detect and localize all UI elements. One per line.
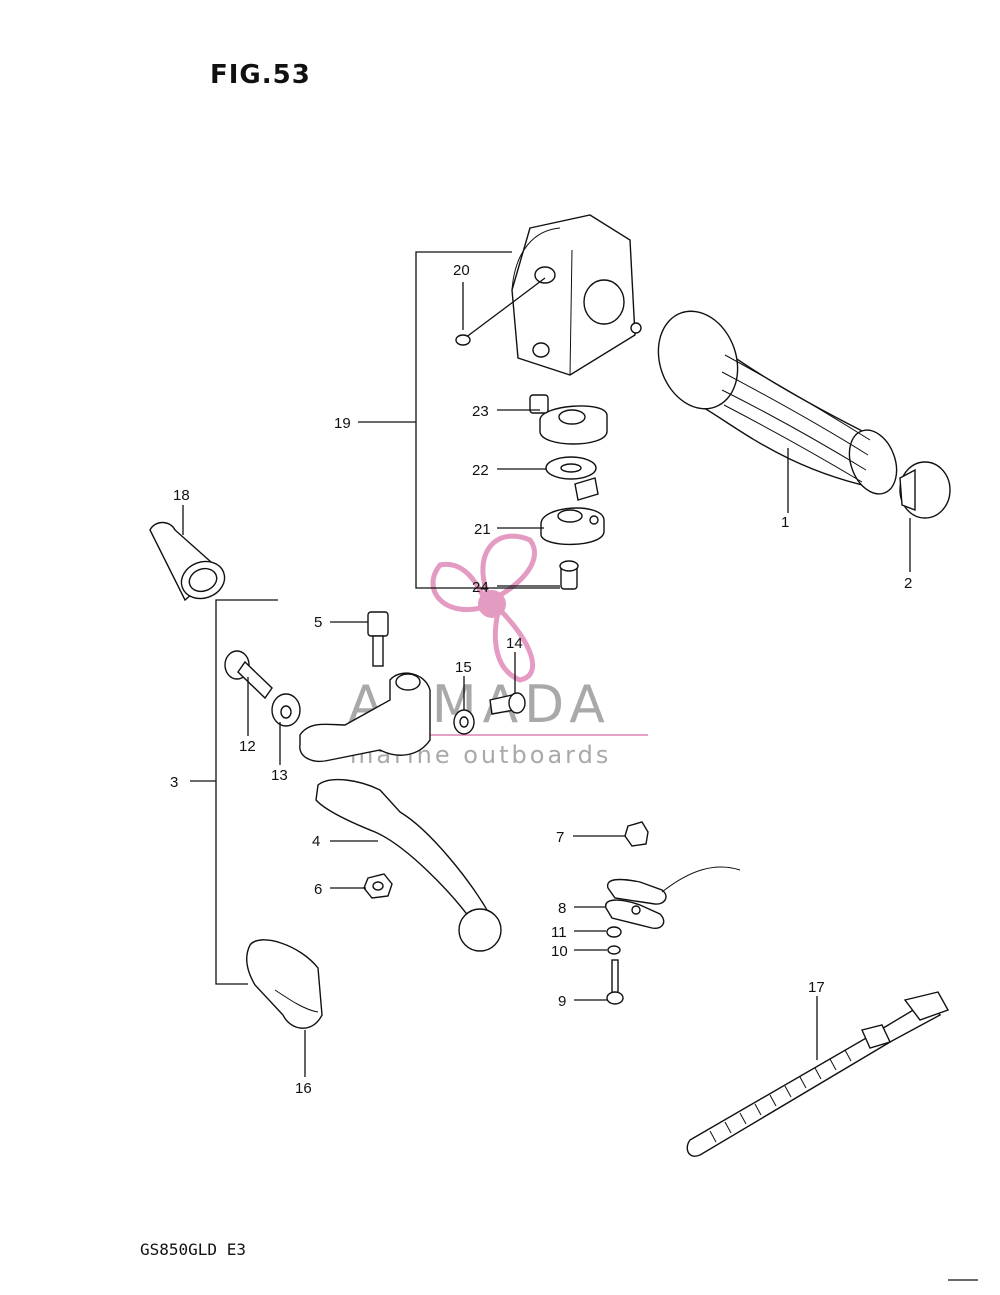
part-lever-cover-16 — [246, 939, 323, 1029]
callout-15: 15 — [455, 659, 472, 676]
part-switch-base-21 — [540, 507, 605, 546]
callout-8: 8 — [558, 900, 566, 917]
group-bracket-19 — [358, 251, 560, 589]
callout-18: 18 — [173, 487, 190, 504]
figure-title: FIG.53 — [210, 60, 311, 90]
part-screw-14 — [489, 692, 526, 715]
callout-17: 17 — [808, 979, 825, 996]
callout-24: 24 — [472, 579, 489, 596]
callout-4: 4 — [312, 833, 320, 850]
part-cable-boot-18 — [149, 521, 226, 602]
part-contact-23 — [529, 394, 608, 445]
propeller-logo-icon — [430, 533, 538, 683]
part-grip-end-cap — [899, 461, 951, 519]
part-adjuster-13 — [271, 693, 301, 727]
part-screw-20 — [455, 277, 546, 346]
callout-13: 13 — [271, 767, 288, 784]
model-code: GS850GLD E3 — [140, 1240, 246, 1259]
callout-20: 20 — [453, 262, 470, 279]
callout-3: 3 — [170, 774, 178, 791]
callout-11: 11 — [551, 924, 567, 941]
part-washer-11 — [606, 926, 622, 938]
part-clutch-switch-8 — [605, 866, 741, 929]
callout-19: 19 — [334, 415, 351, 432]
part-washer-10 — [607, 945, 621, 955]
callout-22: 22 — [472, 462, 489, 479]
callout-21: 21 — [474, 521, 491, 538]
part-clutch-lever — [315, 778, 502, 952]
part-handlebar-grip — [657, 310, 898, 495]
callout-16: 16 — [295, 1080, 312, 1097]
part-screw-9 — [606, 959, 624, 1005]
callout-9: 9 — [558, 993, 566, 1010]
callout-12: 12 — [239, 738, 256, 755]
part-lever-bracket — [299, 672, 431, 762]
leader-lines — [182, 282, 911, 1077]
callout-1: 1 — [781, 514, 789, 531]
callout-10: 10 — [551, 943, 568, 960]
part-switch-7 — [624, 821, 649, 847]
part-nut-6 — [363, 873, 393, 899]
callout-6: 6 — [314, 881, 322, 898]
part-screw-24 — [559, 560, 579, 590]
group-bracket-3 — [190, 599, 278, 985]
callout-23: 23 — [472, 403, 489, 420]
callout-2: 2 — [904, 575, 912, 592]
part-bolt-5 — [367, 611, 389, 667]
part-switch-housing — [511, 214, 642, 376]
callout-14: 14 — [506, 635, 523, 652]
callout-7: 7 — [556, 829, 564, 846]
part-washer-15 — [453, 709, 475, 735]
part-pivot-bolt-12 — [224, 650, 273, 700]
part-washer-22 — [545, 456, 599, 501]
callout-numbers: 1 2 3 4 5 6 7 8 9 10 11 12 13 14 15 16 1… — [170, 262, 912, 1097]
callout-5: 5 — [314, 614, 322, 631]
part-cable-tie-17 — [686, 991, 950, 1157]
